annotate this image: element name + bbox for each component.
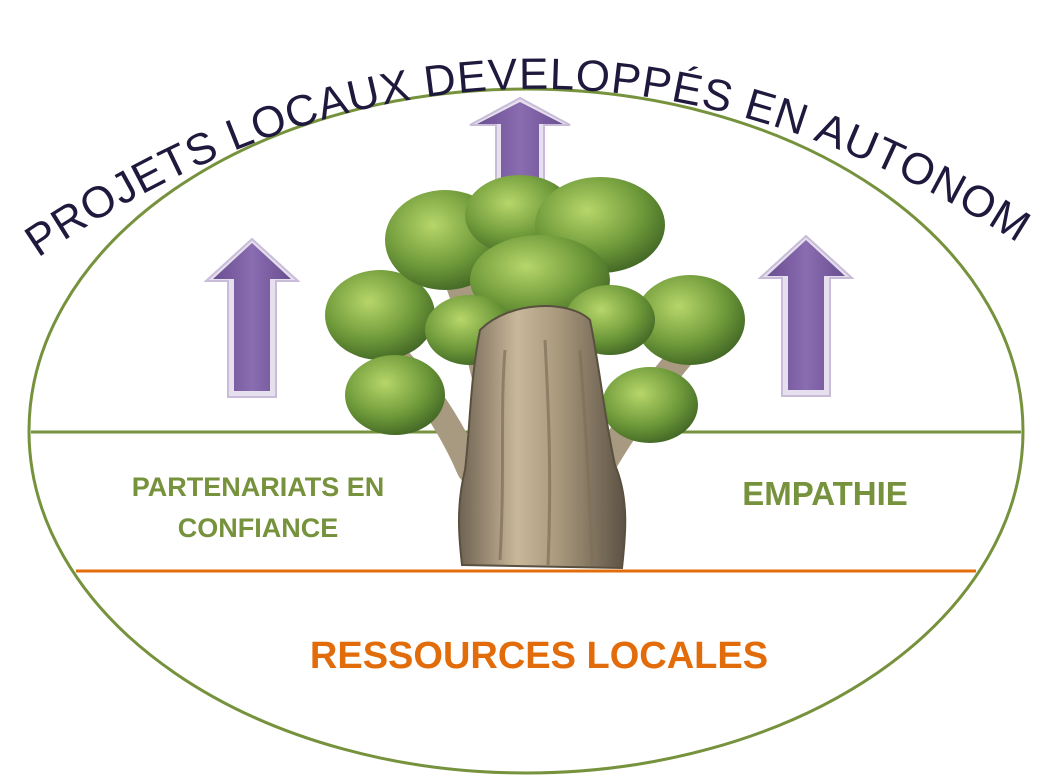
- up-arrow-icon: [203, 237, 301, 398]
- baobab-tree-icon: [325, 175, 745, 570]
- bottom-label: RESSOURCES LOCALES: [310, 635, 768, 677]
- left-label-line2: CONFIANCE: [178, 513, 339, 543]
- right-label: EMPATHIE: [742, 475, 908, 512]
- left-label: PARTENARIATS EN: [132, 472, 385, 502]
- outer-ellipse: [27, 87, 1025, 775]
- up-arrow-icon: [757, 234, 855, 397]
- up-arrow-icon: [469, 96, 571, 185]
